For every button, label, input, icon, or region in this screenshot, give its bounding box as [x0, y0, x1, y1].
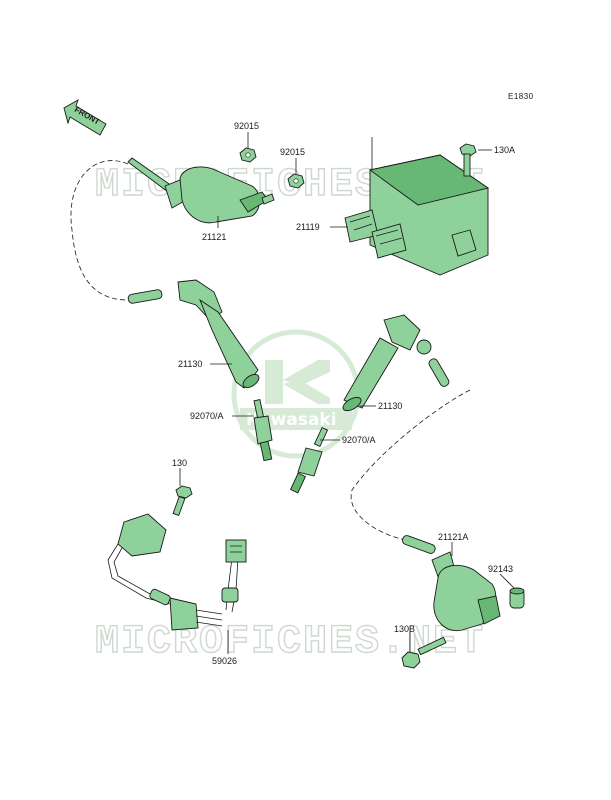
label-92070-left: 92070/A [190, 411, 224, 421]
label-21119: 21119 [296, 222, 320, 232]
watermark-bottom: MICROFICHES.NET [95, 620, 485, 665]
pickup-harness [107, 513, 247, 631]
label-21121: 21121 [202, 232, 226, 242]
leader-lines [179, 132, 515, 654]
label-92015-a: 92015 [234, 121, 259, 131]
label-59026: 59026 [212, 656, 237, 666]
label-21130-left: 21130 [178, 359, 202, 369]
label-130: 130 [172, 458, 187, 468]
cdi-unit [344, 137, 490, 276]
collar-92143 [509, 587, 525, 609]
diagram-code: E1830 [508, 92, 534, 101]
label-92015-b: 92015 [280, 147, 305, 157]
ignition-coil-lower [401, 535, 501, 632]
bolt-130b [401, 636, 447, 669]
spark-plug-left [253, 399, 273, 462]
label-130a: 130A [494, 145, 515, 155]
front-arrow-icon: FRONT [63, 99, 107, 136]
bolt-130 [172, 485, 193, 517]
spark-plug-right [289, 426, 329, 494]
ignition-coil-upper [127, 157, 275, 224]
harness-loop-right [350, 389, 471, 541]
nut-92015-b [287, 173, 305, 189]
label-21130-right: 21130 [378, 401, 402, 411]
label-92143: 92143 [488, 564, 513, 574]
plug-cap-21130-right [342, 314, 450, 412]
label-130b: 130B [394, 624, 415, 634]
kawasaki-logo: Kawasaki [231, 329, 361, 459]
plug-cap-21130-left [127, 279, 260, 389]
label-92070-right: 92070/A [342, 435, 376, 445]
bolt-130a [459, 143, 477, 177]
nut-92015-a [239, 147, 257, 163]
harness-loop-left [70, 160, 129, 301]
label-21121a: 21121A [438, 532, 468, 542]
